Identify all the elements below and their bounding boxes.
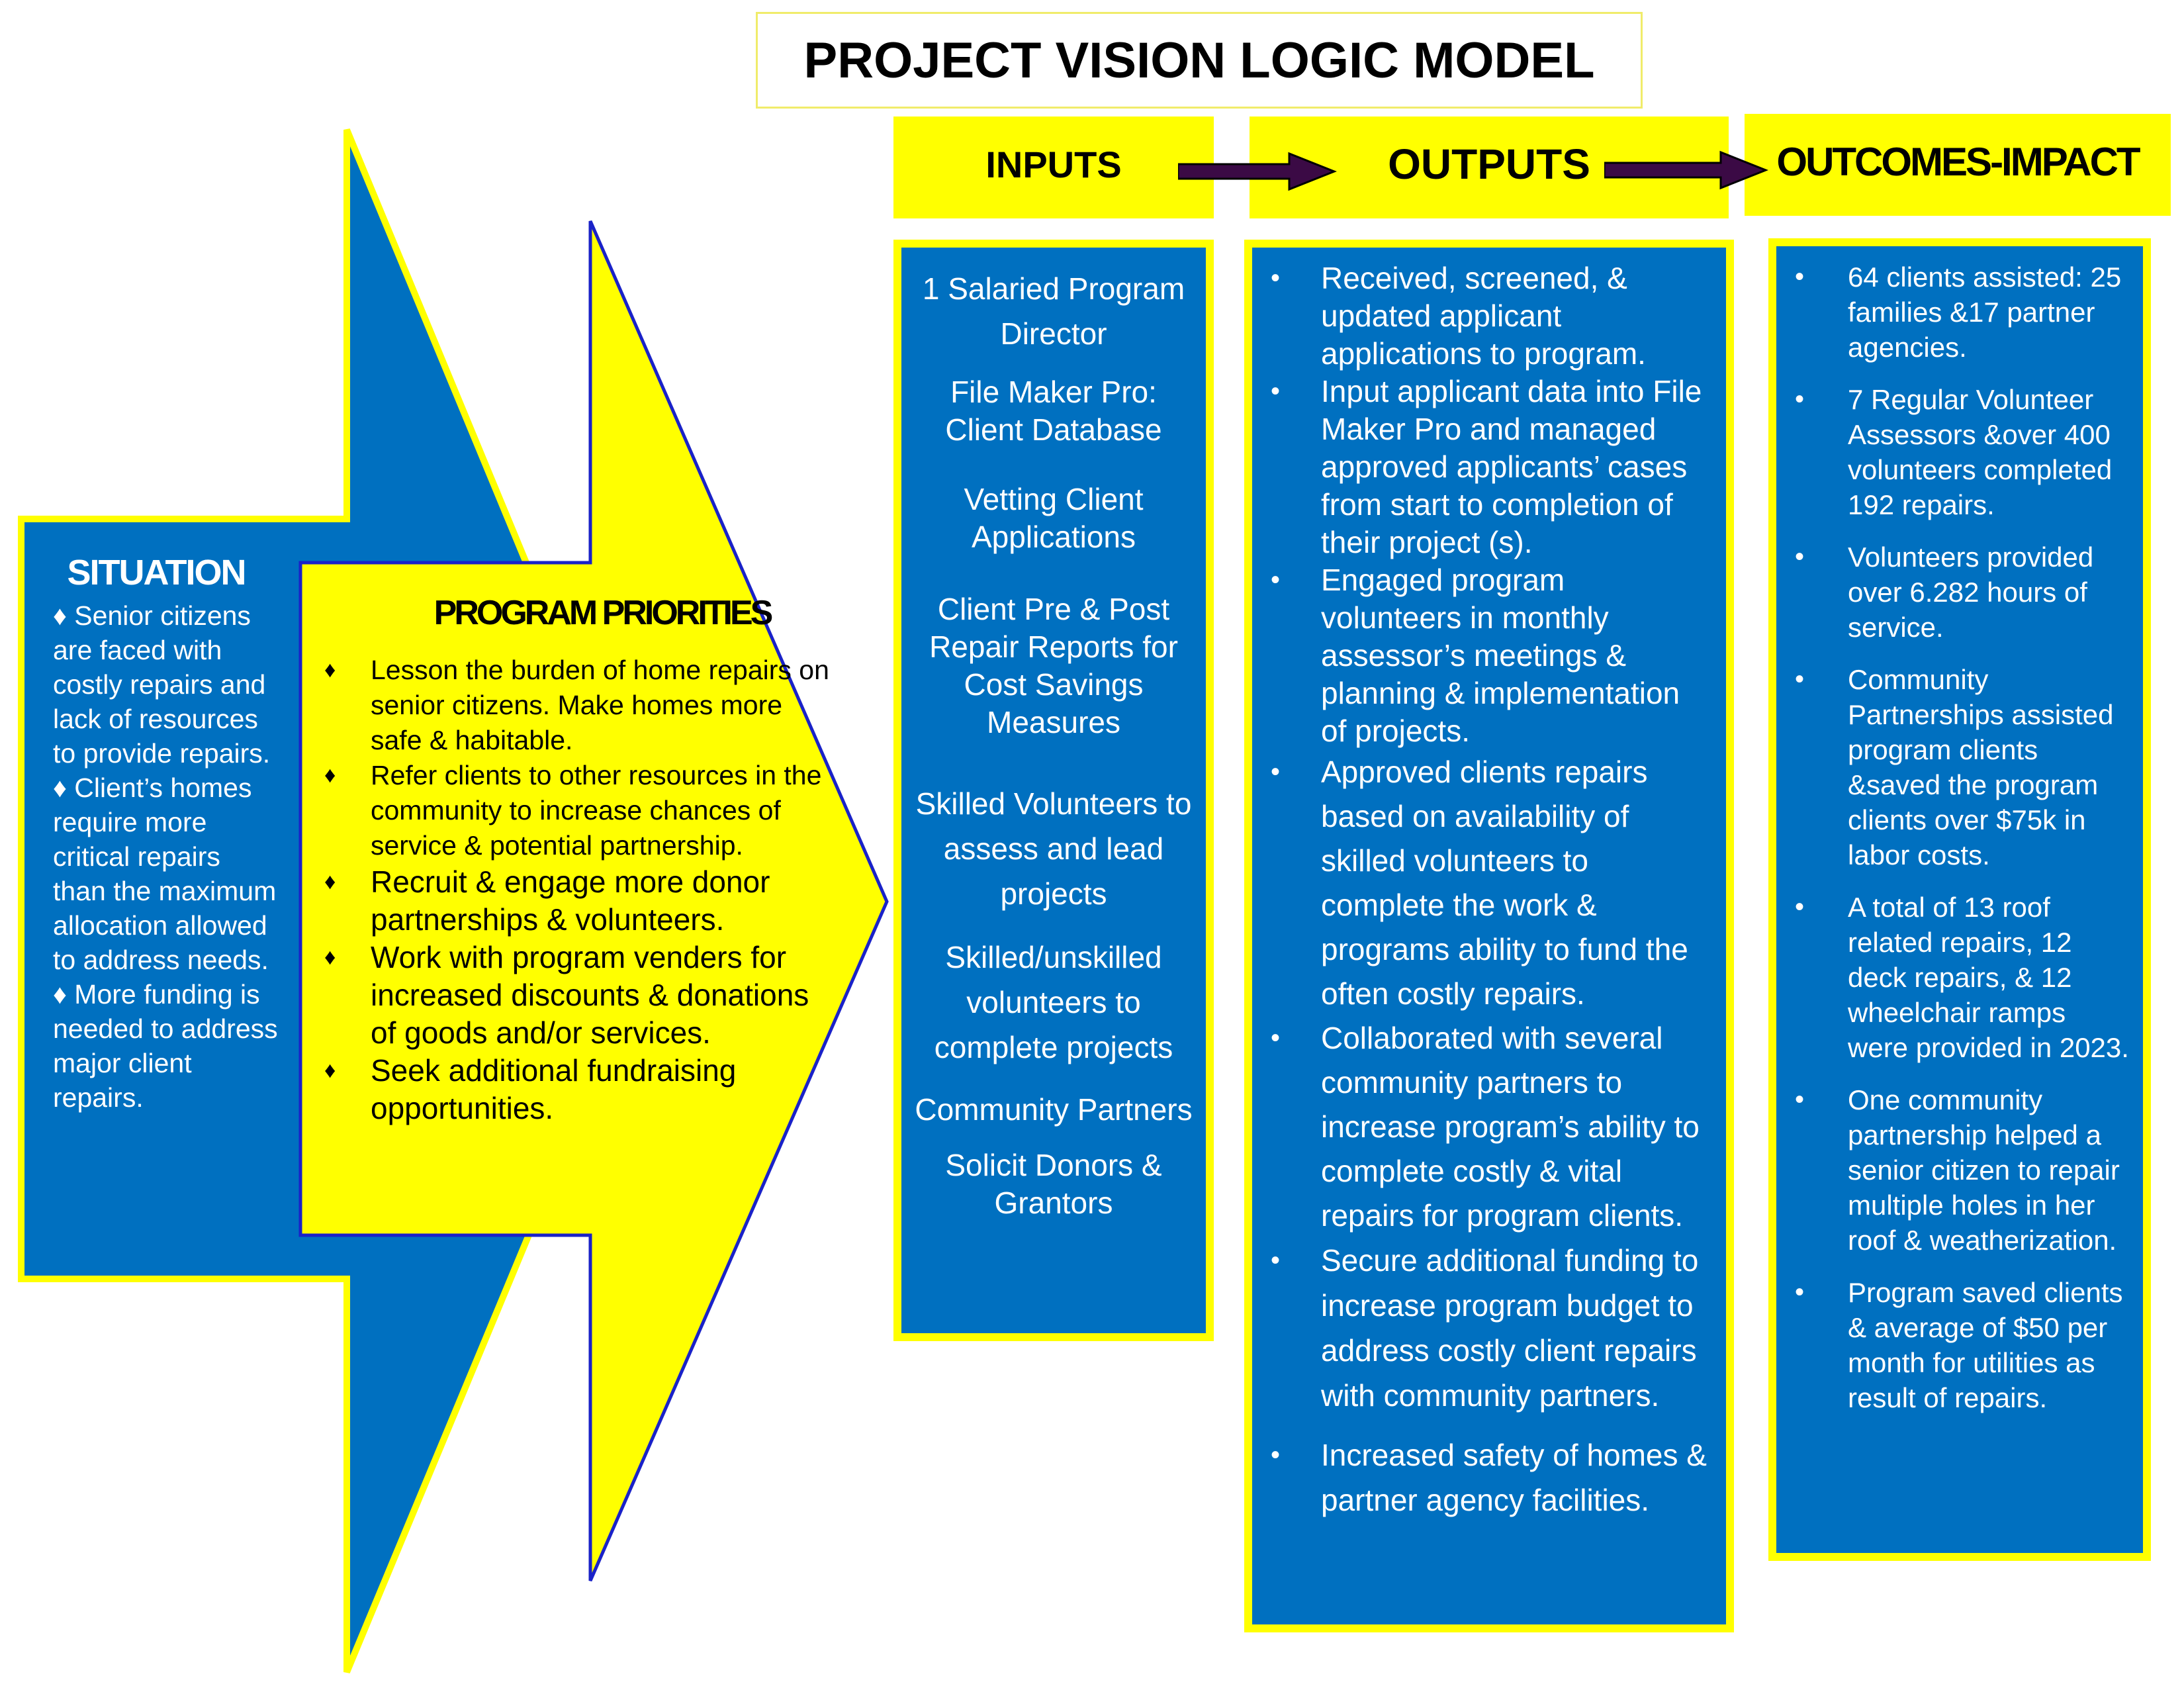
outcome-item: A total of 13 roof related repairs, 12 d… (1792, 890, 2132, 1065)
outcome-item: One community partnership helped a senio… (1792, 1082, 2132, 1258)
output-item: Secure additional funding to increase pr… (1268, 1238, 1713, 1418)
priority-item: Seek additional fundraising opportunitie… (318, 1052, 834, 1127)
priority-item: Lesson the burden of home repairs on sen… (318, 653, 834, 758)
situation-body: ♦ Senior citizens are faced with costly … (53, 598, 278, 1115)
outcome-item: Program saved clients & average of $50 p… (1792, 1275, 2132, 1415)
situation-item: ♦ Client’s homes require more critical r… (53, 773, 277, 975)
output-item: Collaborated with several community part… (1268, 1016, 1713, 1238)
arrow-inputs-to-outputs (1178, 152, 1337, 191)
output-item: Approved clients repairs based on availa… (1268, 750, 1713, 1016)
title-box: PROJECT VISION LOGIC MODEL (756, 12, 1643, 109)
outputs-list: Received, screened, & updated applicant … (1268, 259, 1713, 1523)
input-item: 1 Salaried Program Director (922, 271, 1185, 351)
input-item: Vetting Client Applications (964, 482, 1144, 554)
input-item: Skilled Volunteers to assess and lead pr… (915, 786, 1192, 911)
priority-item: Recruit & engage more donor partnerships… (318, 863, 834, 939)
header-inputs: INPUTS (893, 117, 1214, 218)
inputs-column: 1 Salaried Program Director File Maker P… (893, 240, 1214, 1341)
input-item: Skilled/unskilled volunteers to complete… (934, 940, 1173, 1064)
input-item: Community Partners (915, 1092, 1193, 1127)
output-item: Input applicant data into File Maker Pro… (1268, 373, 1713, 561)
outcome-item: Community Partnerships assisted program … (1792, 662, 2132, 872)
page-title: PROJECT VISION LOGIC MODEL (803, 32, 1595, 89)
output-item: Engaged program volunteers in monthly as… (1268, 561, 1713, 750)
input-item: Client Pre & Post Repair Reports for Cos… (929, 592, 1178, 739)
outputs-column: Received, screened, & updated applicant … (1244, 240, 1734, 1632)
outcomes-column: 64 clients assisted: 25 families &17 par… (1768, 238, 2151, 1561)
situation-item: ♦ Senior citizens are faced with costly … (53, 600, 271, 769)
priorities-list: Lesson the burden of home repairs on sen… (318, 653, 834, 1127)
situation-title: SITUATION (67, 553, 247, 592)
outcome-item: 64 clients assisted: 25 families &17 par… (1792, 259, 2132, 365)
priorities-title: PROGRAM PRIORITIES (433, 594, 774, 632)
outcome-item: Volunteers provided over 6.282 hours of … (1792, 539, 2132, 645)
arrow-outputs-to-outcomes (1604, 150, 1768, 190)
priority-item: Work with program venders for increased … (318, 939, 834, 1052)
output-item: Received, screened, & updated applicant … (1268, 259, 1713, 373)
output-item: Increased safety of homes & partner agen… (1268, 1432, 1713, 1523)
outcomes-list: 64 clients assisted: 25 families &17 par… (1792, 259, 2132, 1415)
outcome-item: 7 Regular Volunteer Assessors &over 400 … (1792, 382, 2132, 522)
header-outcomes: OUTCOMES-IMPACT (1745, 114, 2171, 216)
priority-item: Refer clients to other resources in the … (318, 758, 834, 863)
situation-item: ♦ More funding is needed to address majo… (53, 979, 278, 1113)
input-item: File Maker Pro: Client Database (945, 375, 1162, 447)
input-item: Solicit Donors & Grantors (945, 1148, 1162, 1220)
